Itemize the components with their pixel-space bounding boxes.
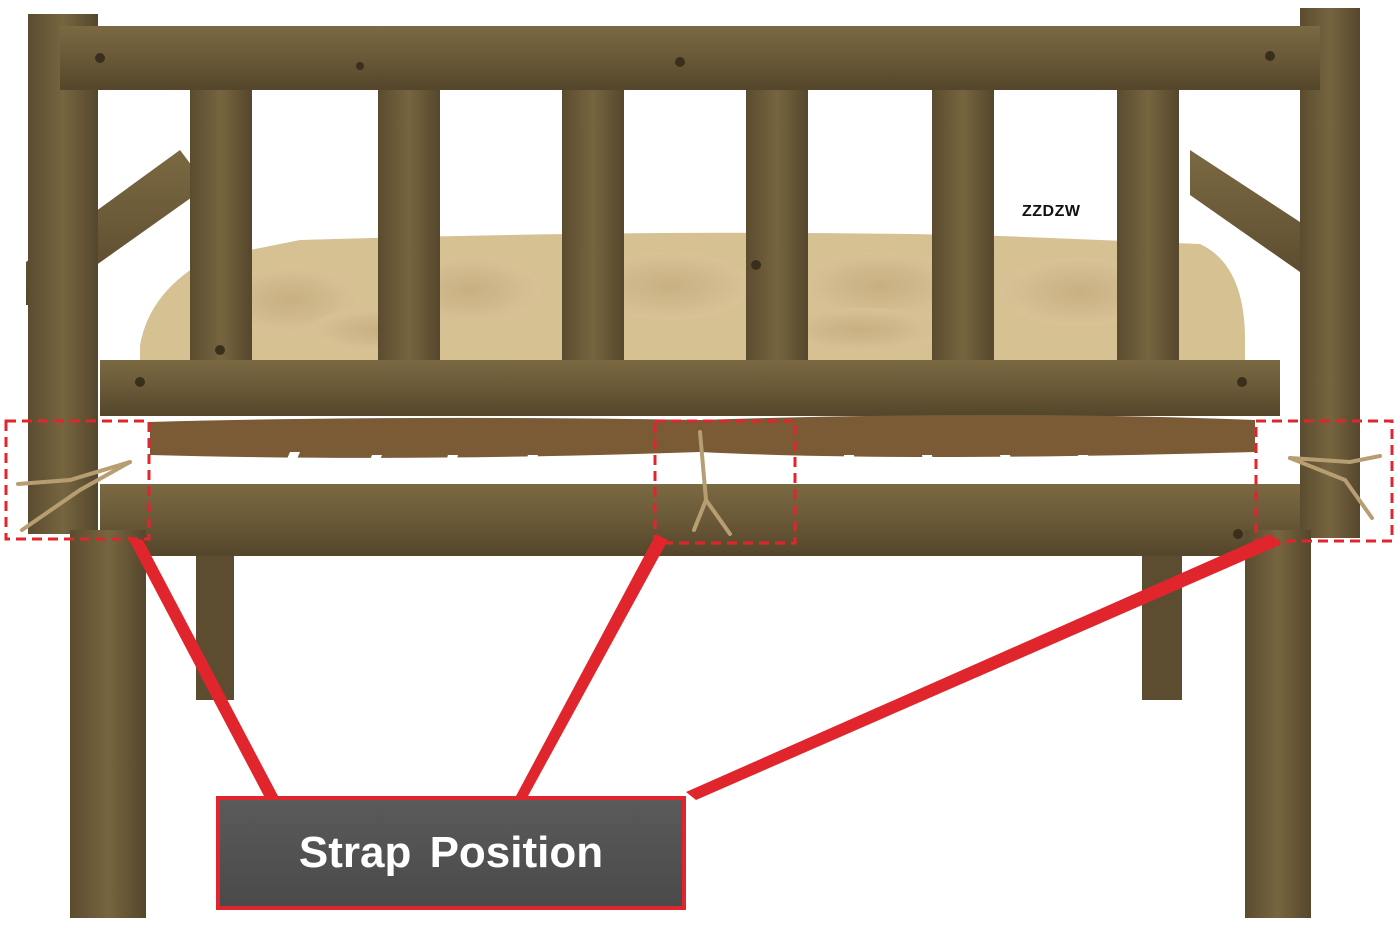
back-leg-right xyxy=(1142,540,1182,700)
callout-boxes xyxy=(4,419,1394,545)
back-slats xyxy=(190,90,1179,360)
cushion-underside xyxy=(150,415,1255,458)
strap-position-text: Strap Position xyxy=(298,828,604,877)
front-leg-right xyxy=(1245,530,1311,918)
front-leg-left xyxy=(70,530,146,918)
back-post-right xyxy=(1300,8,1360,538)
back-post-left xyxy=(28,14,98,534)
strap-position-label: Strap Position xyxy=(216,796,686,910)
callout-pointers xyxy=(127,534,1282,800)
screw-heads xyxy=(95,51,1275,539)
brand-watermark: ZZDZW xyxy=(1022,203,1081,220)
back-bottom-rail xyxy=(100,360,1280,416)
seat-slat-gaps xyxy=(278,452,1096,480)
strap-ties xyxy=(16,430,1382,536)
top-rail xyxy=(60,26,1320,90)
